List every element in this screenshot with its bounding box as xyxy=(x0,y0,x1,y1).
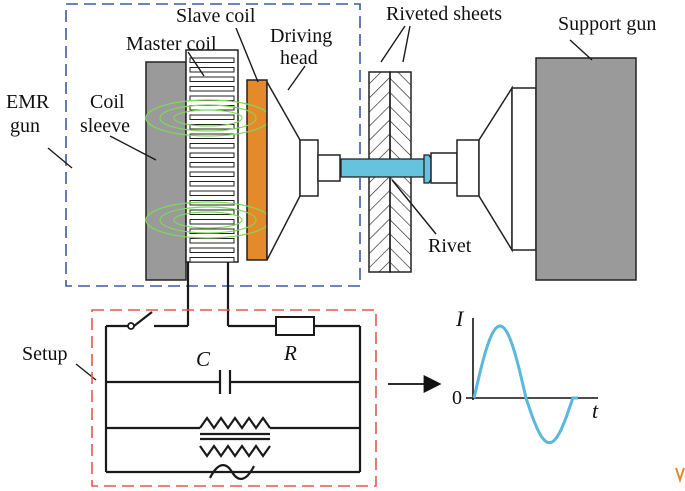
coil-turn xyxy=(189,152,235,158)
switch-blade xyxy=(133,311,153,327)
setup-label: Setup xyxy=(22,343,68,365)
emr-gun-label-line1: EMR xyxy=(6,91,50,113)
coil-turn xyxy=(189,257,235,263)
current-axis-label: I xyxy=(455,306,465,331)
switch-contact xyxy=(127,322,135,330)
coil-turn xyxy=(189,247,235,253)
inductor-bottom xyxy=(199,444,271,458)
emr-gun-label-line2: gun xyxy=(10,115,40,137)
leader-lines xyxy=(47,25,593,381)
corner-mark xyxy=(675,467,685,484)
master-coil-label: Master coil xyxy=(126,33,217,55)
master-coil xyxy=(185,49,239,263)
coil-turn xyxy=(189,67,235,73)
coil-turn xyxy=(189,171,235,177)
driving-head-label-line1: Driving xyxy=(270,25,332,47)
coil-turn xyxy=(189,76,235,82)
current-waveform-curve xyxy=(472,324,578,445)
current-waveform-plot: I t 0 xyxy=(452,306,599,445)
coil-turn xyxy=(189,162,235,168)
coil-turn xyxy=(189,57,235,63)
support-gun xyxy=(430,57,637,281)
emr-gun-box xyxy=(65,3,361,287)
coil-turn xyxy=(189,124,235,130)
coil-turn xyxy=(189,190,235,196)
coil-sleeve-label-line2: sleeve xyxy=(80,115,130,137)
coil-turn xyxy=(189,86,235,92)
resistor-label: R xyxy=(283,341,297,365)
circuit: C R xyxy=(104,311,362,480)
time-axis-label: t xyxy=(592,398,599,423)
coil-turn xyxy=(189,181,235,187)
driving-head xyxy=(266,79,341,261)
setup-box xyxy=(91,309,377,487)
driving-head-label-line2: head xyxy=(280,47,318,69)
coil-turn xyxy=(189,114,235,120)
coil-turn xyxy=(189,143,235,149)
support-gun-label: Support gun xyxy=(558,13,656,35)
riveted-sheets-label: Riveted sheets xyxy=(386,3,502,25)
coil-turn xyxy=(189,219,235,225)
ac-source-symbol xyxy=(209,464,255,480)
inductor-top xyxy=(199,416,271,430)
coil-turn xyxy=(189,238,235,244)
coil-sleeve-label-line1: Coil xyxy=(90,91,125,113)
resistor xyxy=(275,316,315,336)
emr-gun-body xyxy=(145,61,187,281)
origin-label: 0 xyxy=(452,387,462,409)
capacitor-label: C xyxy=(196,347,211,371)
slave-coil-label: Slave coil xyxy=(176,5,256,27)
rivet-label: Rivet xyxy=(428,235,472,257)
